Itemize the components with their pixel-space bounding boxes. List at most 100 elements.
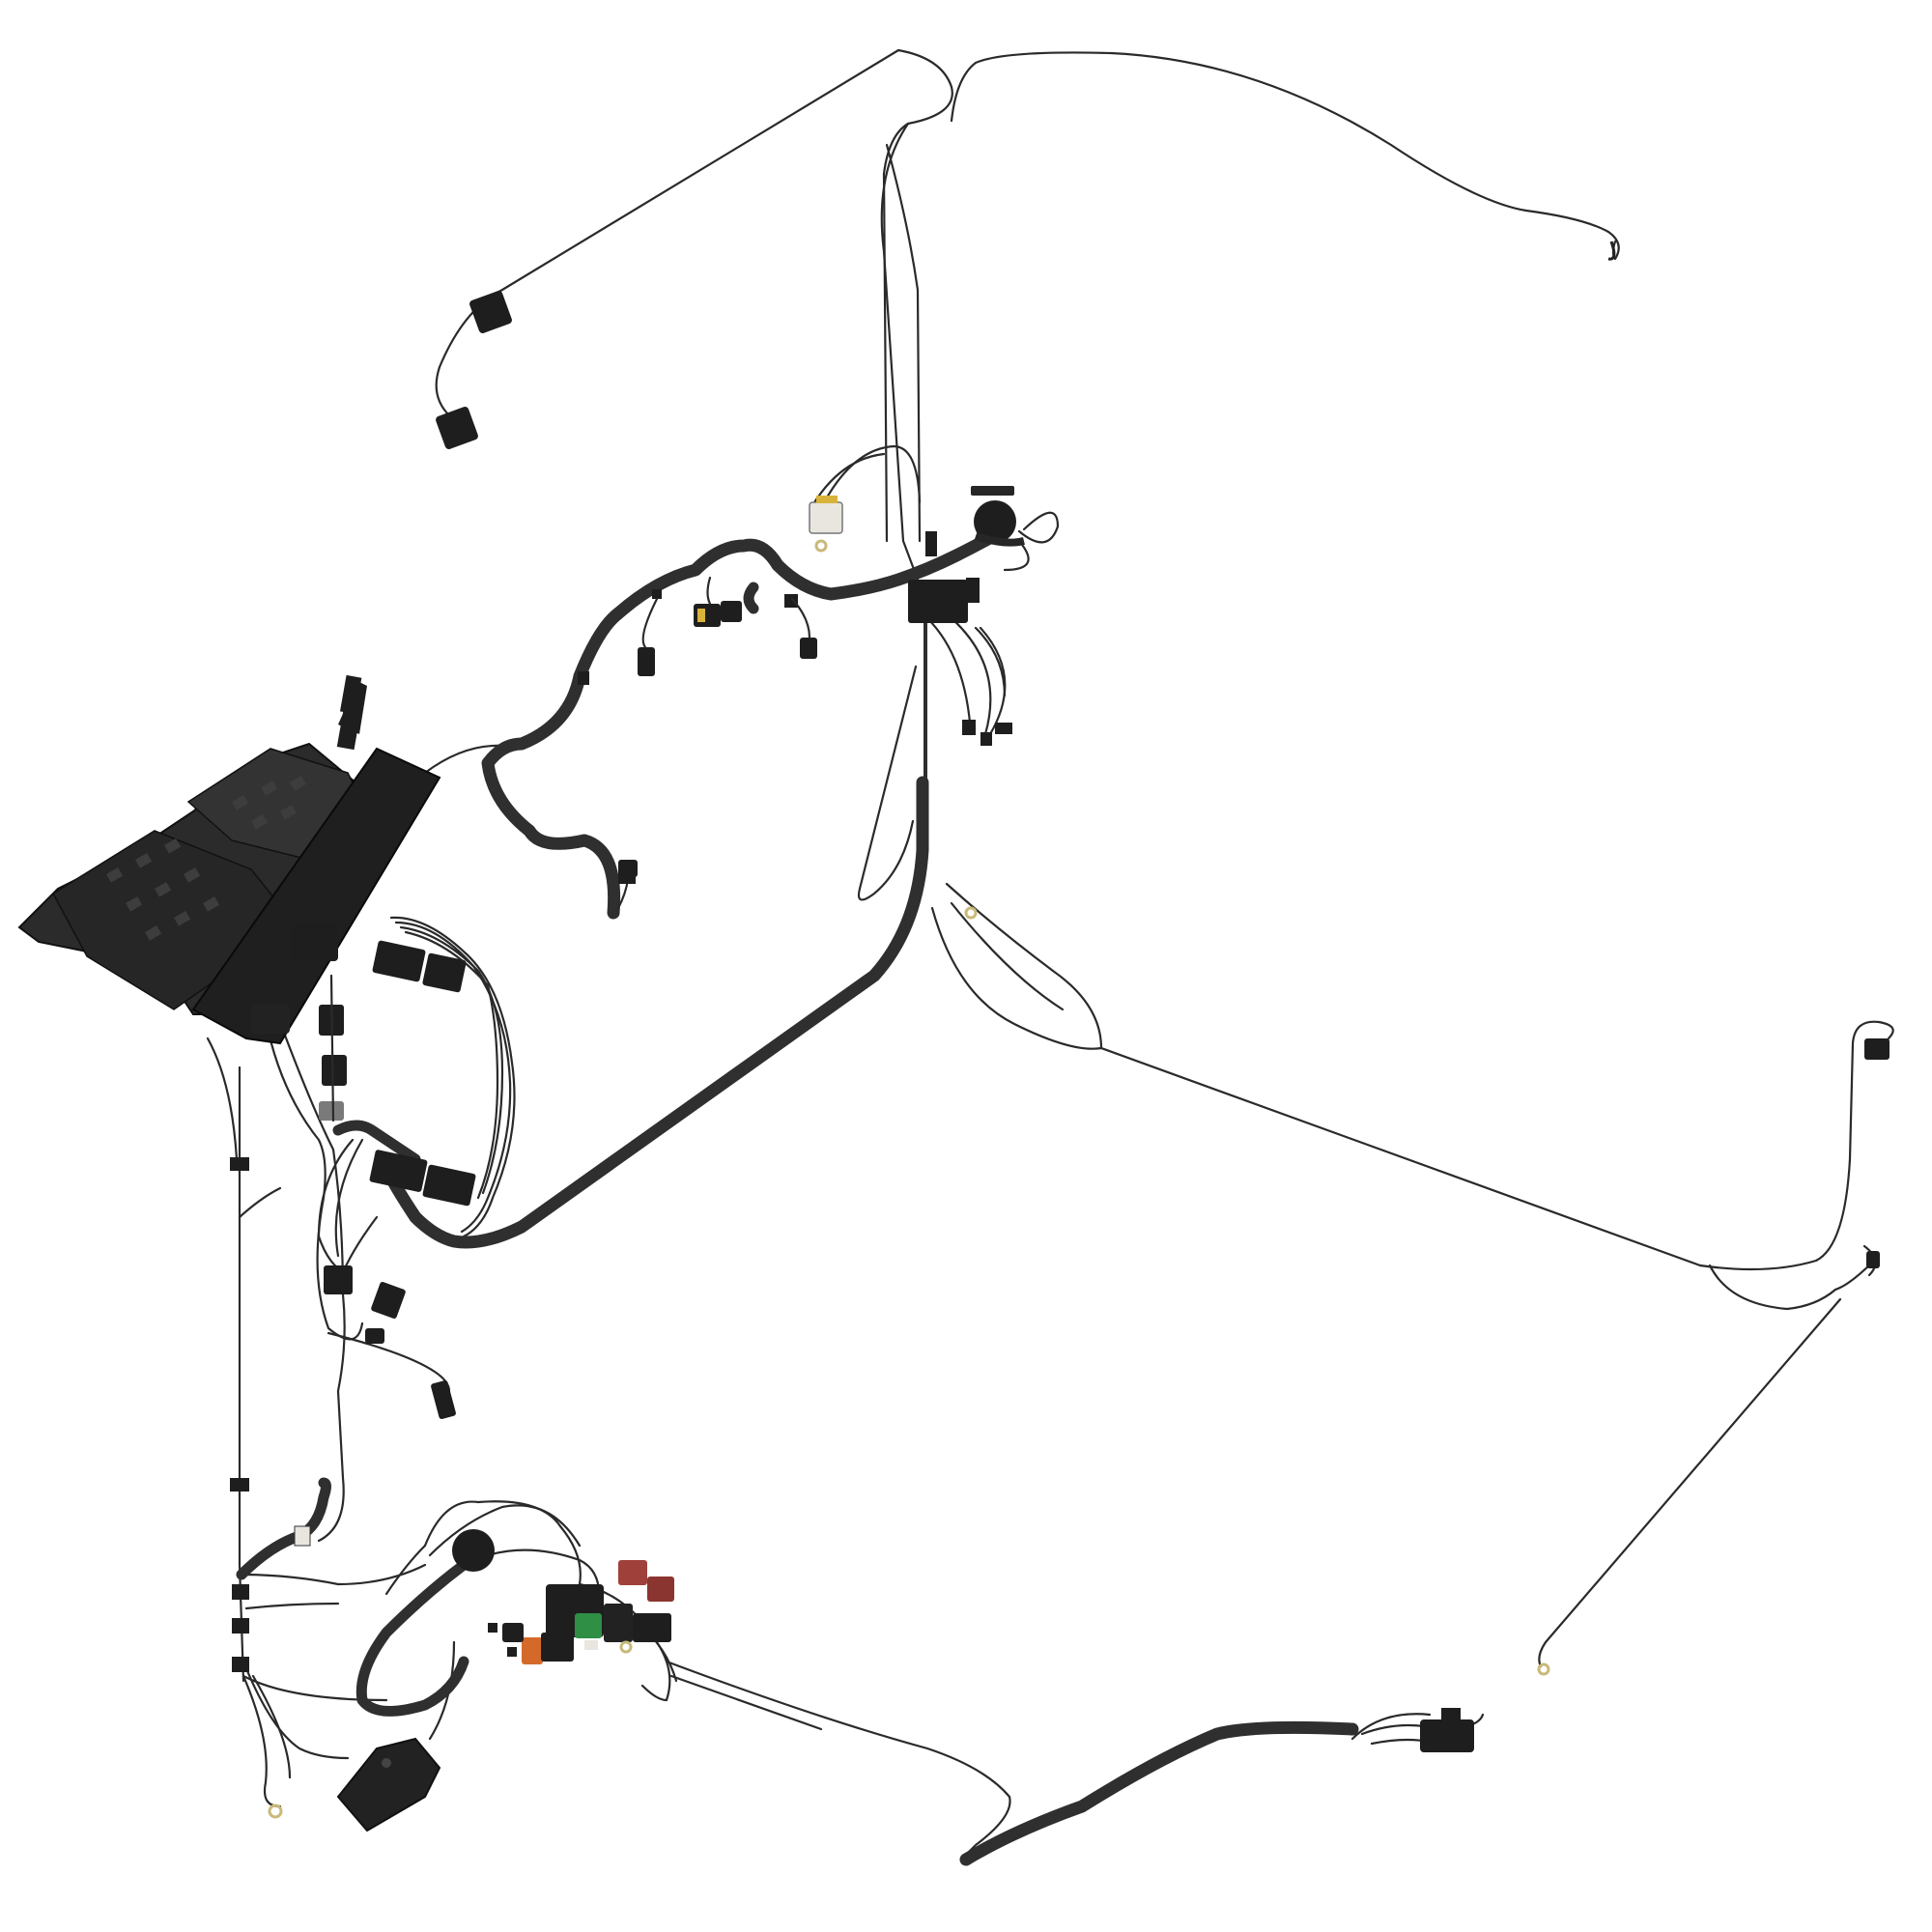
clip-left-c [232,1584,249,1600]
wire-vertical-center-b [885,143,922,543]
connector-central-box-side [966,578,980,603]
wire-bank-a [389,916,516,1238]
connector-yellow-cluster [694,601,742,627]
connector-bank-lower-b [422,1164,476,1207]
clip-left-b [230,1478,249,1492]
connector-far-right-top [1864,1038,1889,1060]
wire-top-left-branch [435,48,900,417]
trunk-upper-arc [481,523,1011,920]
wire-top-hook [882,48,953,543]
cover-lower-left-hole [382,1758,391,1768]
connector-cluster-red-a [618,1560,647,1585]
connector-cluster-red-b [647,1577,674,1602]
connector-bottom-right-body [1420,1719,1474,1752]
wire-small-hang-c [641,597,659,649]
sleeve-lower-left [236,1477,331,1580]
connector-bank-upper-b [422,952,467,993]
wire-bank-c [399,925,504,1195]
wire-clip-links [238,1186,282,1219]
wire-far-right-curl [1708,1264,1837,1311]
wire-white-conn-loop [817,444,922,514]
wire-left-bottom-b [251,1674,292,1779]
wire-left-bottom-d [242,1660,350,1760]
fuse-box-under-connector-a [290,923,338,961]
connector-cluster-orange [522,1637,543,1664]
relay-left-b [322,1055,347,1086]
connector-bottom-right-cap [1441,1708,1461,1721]
fuse-box-under-connector-b [251,1005,290,1034]
wire-center-left-loop [857,665,918,901]
cable-clip-icon [230,1157,249,1672]
clip-left-d [232,1618,249,1634]
wire-far-right-up [1698,1020,1894,1271]
clip-hub-b [507,1647,517,1657]
wire-right-conn-loop [1017,511,1060,544]
connector-white-body [809,501,843,534]
wire-long-diagonal-a [930,906,1702,1267]
connector-white-latch [816,496,838,503]
thin-wires [206,48,1894,1861]
connector-fusebox-top [339,674,362,715]
connector-bank-lower-a [369,1150,428,1192]
wire-hub-to-bottom-b [669,1674,823,1731]
cover-lower-left-body [336,1737,441,1833]
wire-vertical-center-a [880,122,920,582]
ring-terminal-mid-right [964,906,978,920]
connector-trunk-small-b [800,638,817,659]
trunk-stub-a [743,582,759,614]
connector-trunk-clip-e [784,594,798,608]
wire-drop-d [979,626,1007,736]
wire-bank-b [394,921,512,1234]
sleeve-hub-loop [355,1559,469,1717]
wire-bank-d [404,930,499,1200]
connector-lower-cluster-c [365,1328,384,1344]
fuse-box-icon [17,681,441,1045]
connector-bottom-right [1420,1708,1474,1752]
connector-top-right-end [1607,241,1616,261]
wire-left-to-small [327,1331,451,1393]
ring-terminal-far-right [1537,1662,1550,1676]
connector-bank-upper-a [372,940,426,982]
grommet-right-top-sleeve [974,532,1025,547]
grommet-lower-hub [452,1529,495,1572]
connector-bank-lower [369,1150,476,1207]
wire-hub-to-vertical-b [244,1602,340,1610]
wire-hub-to-bottom [665,1660,1011,1861]
relay-left-c-gray [319,1101,344,1121]
clip-left-a [230,1157,249,1171]
connector-trunk-small-d [578,671,589,685]
wire-top-right-branch [950,51,1620,261]
connector-bank-upper [372,940,467,993]
connector-central-clip [925,531,937,556]
connector-yellow-stripe [697,609,705,622]
connector-sleeve-end [294,1525,311,1547]
fuse-box-texture [105,776,307,941]
wire-small-hang-a [706,576,712,606]
wire-fusebox-top-feed [423,744,504,775]
connector-drop-c [995,723,1012,734]
wire-left-bottom-a [242,1674,282,1808]
connector-plug-icon [436,291,512,449]
grommet-right-top [974,500,1016,543]
connector-trunk-small-a [638,647,655,676]
wire-left-vertical [238,1065,245,1683]
wire-bottom-right-loop-a [1350,1713,1432,1741]
wire-lower-hub-a [423,1500,582,1586]
wire-drop-b [950,616,992,736]
cover-lower-left [336,1737,441,1833]
wire-relays [329,974,335,1122]
connector-cluster-dark-c [541,1633,574,1662]
grommet-right-top-cap [971,486,1014,496]
ring-terminal-hub [619,1640,633,1654]
fuse-box-bracket [191,747,441,1045]
wire-far-right-diagonal [1538,1297,1842,1668]
wire-right-conn-loop-2 [1003,539,1030,572]
connector-trunk-small-c [652,589,662,599]
connector-lower-cluster-d [431,1379,456,1420]
connectors [230,241,1889,1833]
connector-cluster-dark-d [502,1623,524,1642]
connector-cluster-dark-a [604,1604,633,1642]
ring-terminal-lower-left [268,1804,283,1819]
wire-hub-to-vertical [238,1563,427,1586]
